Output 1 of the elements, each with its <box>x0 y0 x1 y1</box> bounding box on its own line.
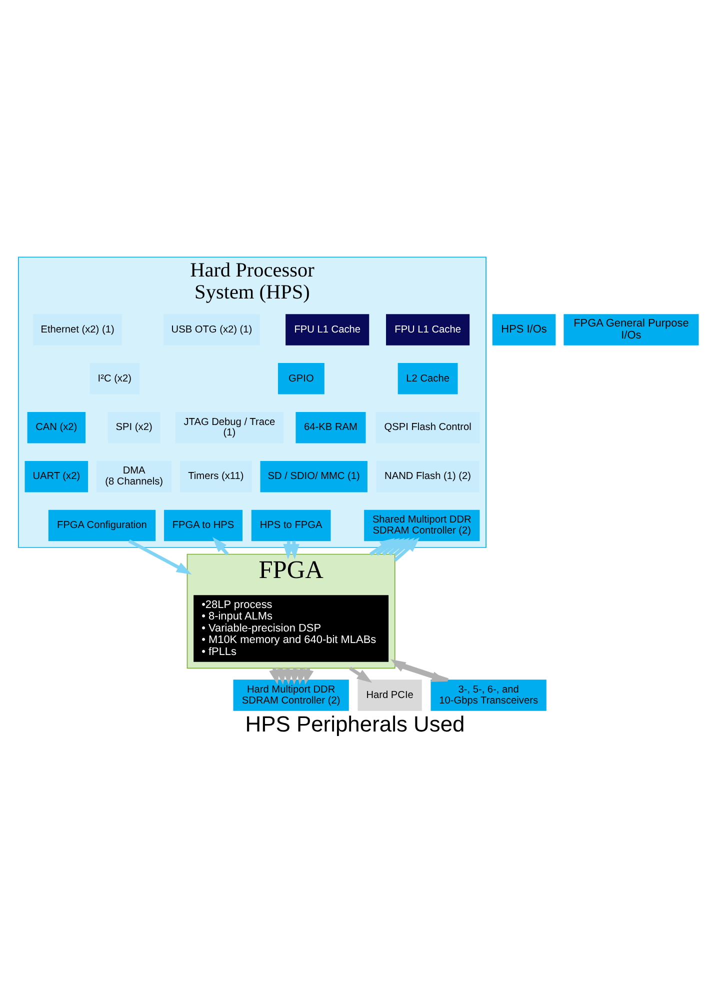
caption: HPS Peripherals Used <box>245 711 465 736</box>
